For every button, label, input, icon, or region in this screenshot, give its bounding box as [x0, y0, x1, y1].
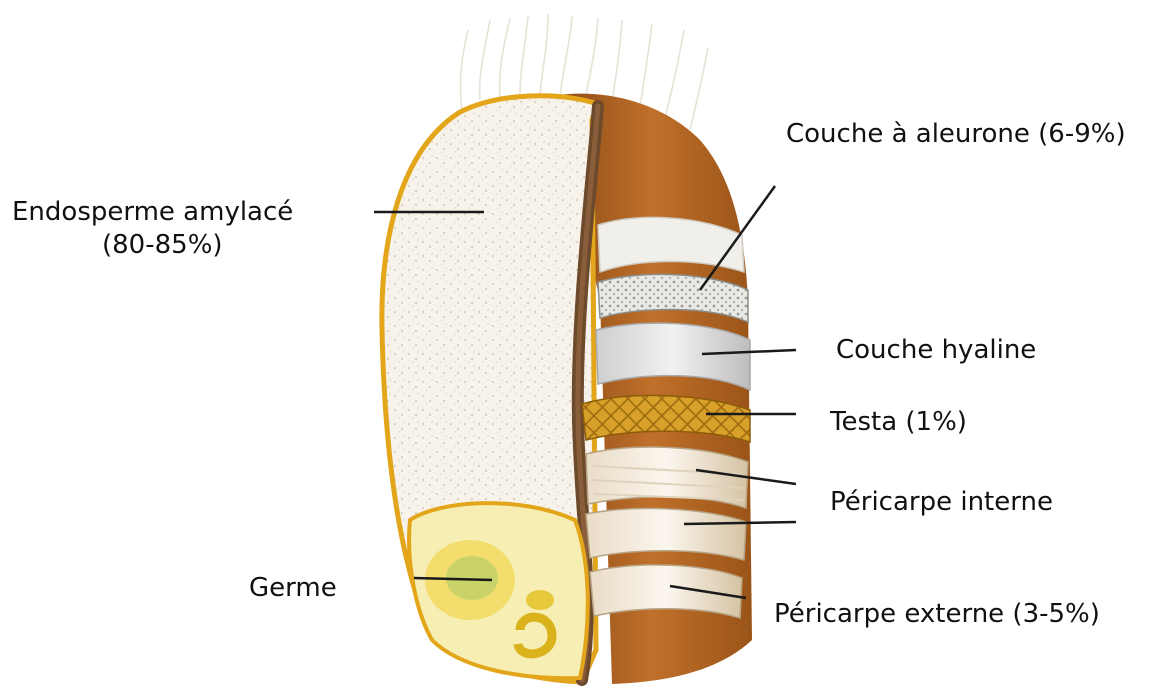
label-aleurone: Couche à aleurone (6-9%): [786, 118, 1126, 151]
label-endosperm-line1: Endosperme amylacé: [12, 196, 293, 229]
label-testa: Testa (1%): [830, 406, 967, 439]
label-outer-pericarp: Péricarpe externe (3-5%): [774, 598, 1100, 631]
label-endosperm: Endosperme amylacé (80-85%): [12, 196, 293, 261]
label-inner-pericarp: Péricarpe interne: [830, 486, 1053, 519]
label-hyaline: Couche hyaline: [836, 334, 1036, 367]
label-endosperm-line2: (80-85%): [12, 229, 293, 262]
label-germ: Germe: [249, 572, 337, 605]
germ-embryo: [409, 503, 588, 678]
